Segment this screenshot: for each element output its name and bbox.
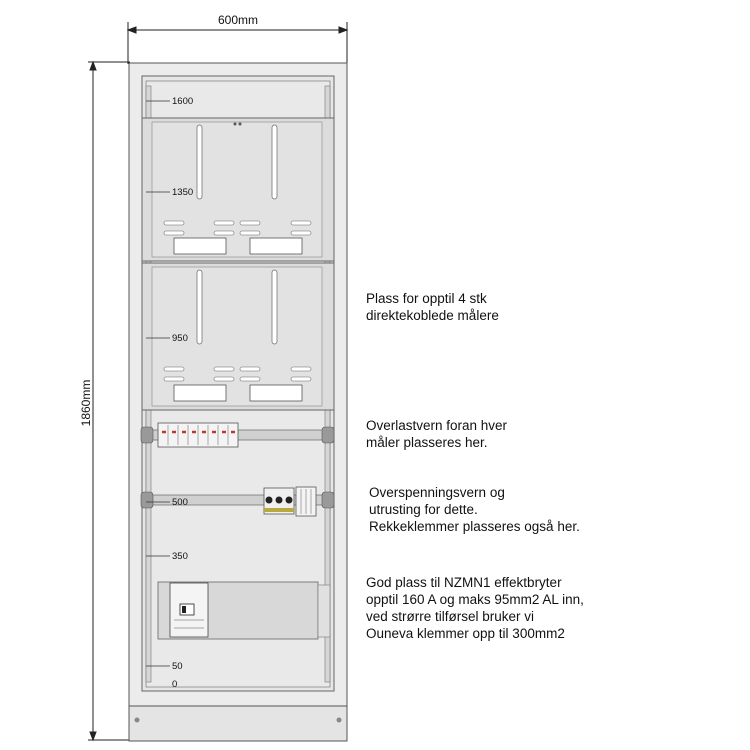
plinth-screw-left xyxy=(134,717,140,723)
note-meters-line: Plass for opptil 4 stk xyxy=(366,291,487,306)
note-overload-line: Overlastvern foran hver xyxy=(366,418,508,433)
note-breaker-line: Ouneva klemmer opp til 300mm2 xyxy=(366,626,565,641)
note-breaker-line: ved strørre tilførsel bruker vi xyxy=(366,609,535,624)
width-dimension xyxy=(126,22,349,64)
meter-panel-top xyxy=(141,117,335,262)
note-breaker: God plass til NZMN1 effektbryter opptil … xyxy=(366,574,584,642)
note-breaker-line: God plass til NZMN1 effektbryter xyxy=(366,575,562,590)
height-label: 1860mm xyxy=(79,380,93,427)
level-950: 950 xyxy=(172,333,188,344)
level-0: 0 xyxy=(172,679,177,690)
level-50: 50 xyxy=(172,661,183,672)
meter-panel-bottom xyxy=(141,262,335,411)
note-overload: Overlastvern foran hver måler plasseres … xyxy=(366,417,507,451)
width-label: 600mm xyxy=(218,13,258,27)
breaker-panel xyxy=(157,581,331,640)
note-surge-line: Overspenningsvern og xyxy=(369,485,505,500)
height-dimension xyxy=(88,60,130,742)
note-meters: Plass for opptil 4 stk direktekoblede må… xyxy=(366,290,499,324)
note-overload-line: måler plasseres her. xyxy=(366,435,488,450)
plinth-screw-right xyxy=(336,717,342,723)
din-rail-surge xyxy=(140,486,335,517)
cabinet-plinth xyxy=(128,705,348,742)
note-meters-line: direktekoblede målere xyxy=(366,308,499,323)
level-1350: 1350 xyxy=(172,187,193,198)
din-rail-overload xyxy=(140,422,335,448)
level-markers xyxy=(146,100,170,667)
note-surge-line: utrusting for dette. xyxy=(369,502,478,517)
level-350: 350 xyxy=(172,551,188,562)
note-surge: Overspenningsvern og utrusting for dette… xyxy=(369,484,580,535)
level-500: 500 xyxy=(172,497,188,508)
note-breaker-line: opptil 160 A og maks 95mm2 AL inn, xyxy=(366,592,584,607)
level-1600: 1600 xyxy=(172,96,193,107)
note-surge-line: Rekkeklemmer plasseres også her. xyxy=(369,519,580,534)
